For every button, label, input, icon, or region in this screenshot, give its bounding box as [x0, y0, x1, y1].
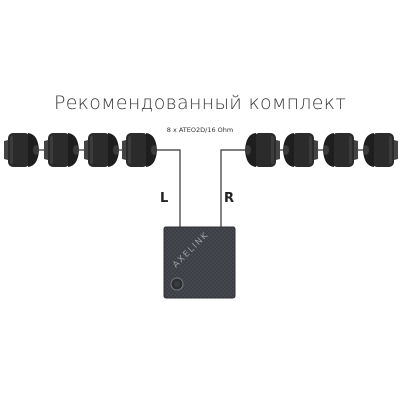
left-channel-wire: [152, 149, 181, 228]
speaker-r2: [283, 133, 318, 167]
speaker-l2: [44, 133, 79, 167]
speaker-l4: [122, 133, 157, 167]
right-channel-label: R: [224, 191, 235, 206]
speaker-r4: [363, 133, 398, 167]
right-channel-wire: [220, 149, 250, 228]
speaker-wiring: [35, 149, 365, 228]
amplifier-box: AXELINK: [163, 226, 236, 299]
speaker-r1: [245, 133, 280, 167]
page-title: Рекомендованный комплект: [53, 92, 347, 114]
kit-subtitle: 8 x ATEO2D/16 Ohm: [166, 126, 234, 134]
speaker-l1: [4, 133, 39, 167]
left-channel-label: L: [160, 191, 169, 206]
speaker-l3: [84, 133, 119, 167]
speaker-r3: [323, 133, 358, 167]
